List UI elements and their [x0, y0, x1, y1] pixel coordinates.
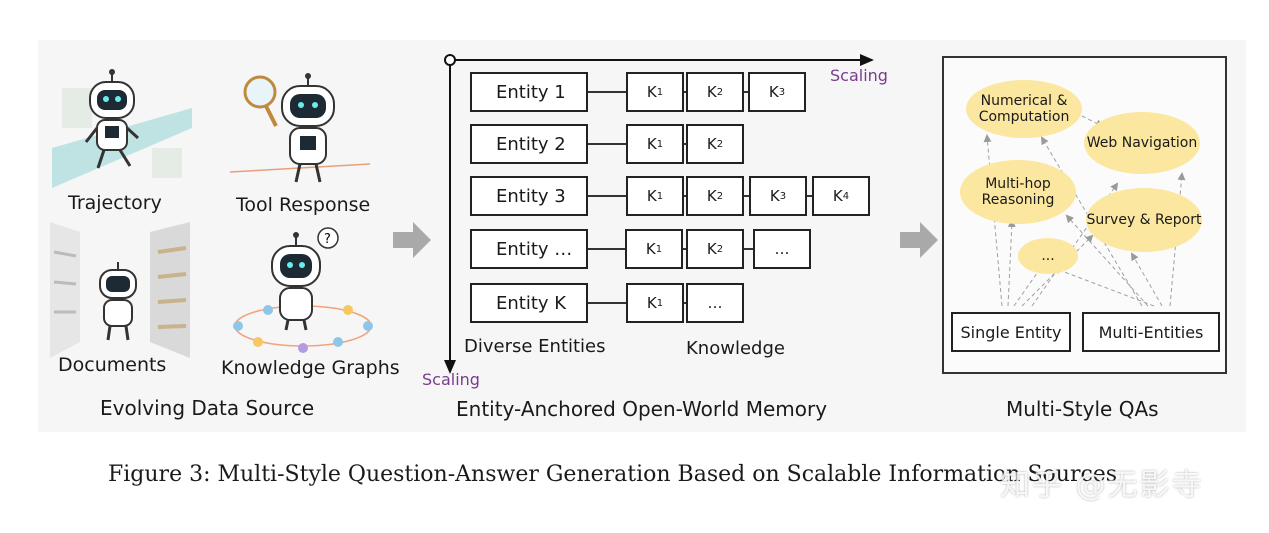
knowledge-link-line: [744, 248, 753, 250]
flow-arrow-icon: [900, 222, 938, 258]
knowledge-link-line: [684, 302, 686, 304]
flow-arrow-icon: [393, 222, 431, 258]
knowledge-graphs-label: Knowledge Graphs: [221, 357, 400, 379]
scaling-y-label: Scaling: [422, 370, 480, 389]
qa-style-web-navigation: Web Navigation: [1084, 112, 1200, 174]
watermark: 知乎 @无影寺: [1000, 468, 1204, 503]
documents-robot-icon: [50, 222, 190, 358]
entity-link-line: [588, 302, 626, 304]
multi-entities-box: Multi-Entities: [1082, 312, 1220, 352]
qa-style-multi-hop: Multi-hop Reasoning: [960, 160, 1076, 224]
knowledge-link-line: [807, 195, 812, 197]
knowledge-link-line: [684, 195, 686, 197]
entity-box: Entity K: [470, 283, 588, 323]
knowledge-box: …: [686, 283, 744, 323]
knowledge-box: …: [753, 229, 811, 269]
entity-link-line: [588, 248, 626, 250]
documents-label: Documents: [58, 354, 167, 376]
svg-text:?: ?: [324, 232, 331, 247]
memory-title: Entity-Anchored Open-World Memory: [456, 397, 828, 421]
knowledge-index: 2: [716, 86, 724, 98]
knowledge-link-line: [683, 248, 686, 250]
entity-box: Entity 1: [470, 72, 588, 112]
entity-link-line: [588, 91, 626, 93]
tool-response-robot-icon: [230, 73, 370, 183]
trajectory-label: Trajectory: [68, 192, 162, 214]
knowledge-index: 3: [778, 86, 786, 98]
knowledge-link-line: [684, 143, 686, 145]
data-source-title: Evolving Data Source: [100, 396, 315, 420]
knowledge-index: 1: [656, 190, 664, 202]
knowledge-index: 1: [655, 243, 663, 255]
qa-style-survey-report: Survey & Report: [1086, 188, 1202, 252]
entity-box: Entity 3: [470, 176, 588, 216]
memory-axes: [444, 54, 874, 374]
knowledge-index: 3: [779, 190, 787, 202]
knowledge-index: 4: [842, 190, 850, 202]
qa-title: Multi-Style QAs: [1006, 397, 1159, 421]
entity-box: Entity 2: [470, 124, 588, 164]
tool-response-label: Tool Response: [236, 194, 371, 216]
knowledge-label: Knowledge: [686, 338, 785, 359]
trajectory-robot-icon: [52, 69, 192, 188]
knowledge-index: 2: [716, 138, 724, 150]
knowledge-index: 2: [716, 190, 724, 202]
knowledge-link-line: [744, 195, 749, 197]
knowledge-link-line: [744, 91, 748, 93]
entity-link-line: [588, 195, 626, 197]
qa-style-numerical: Numerical & Computation: [966, 80, 1082, 138]
entity-link-line: [588, 143, 626, 145]
knowledge-index: 1: [656, 138, 664, 150]
knowledge-index: 1: [656, 86, 664, 98]
figure-caption: Figure 3: Multi-Style Question-Answer Ge…: [108, 462, 1118, 487]
knowledge-index: 1: [656, 297, 664, 309]
diverse-entities-label: Diverse Entities: [464, 336, 606, 357]
qa-style-more: ...: [1018, 238, 1078, 274]
knowledge-index: 2: [716, 243, 724, 255]
entity-box: Entity …: [470, 229, 588, 269]
scaling-x-label: Scaling: [830, 66, 888, 85]
knowledge-graphs-robot-icon: ?: [233, 227, 373, 353]
single-entity-box: Single Entity: [951, 312, 1071, 352]
knowledge-link-line: [684, 91, 686, 93]
